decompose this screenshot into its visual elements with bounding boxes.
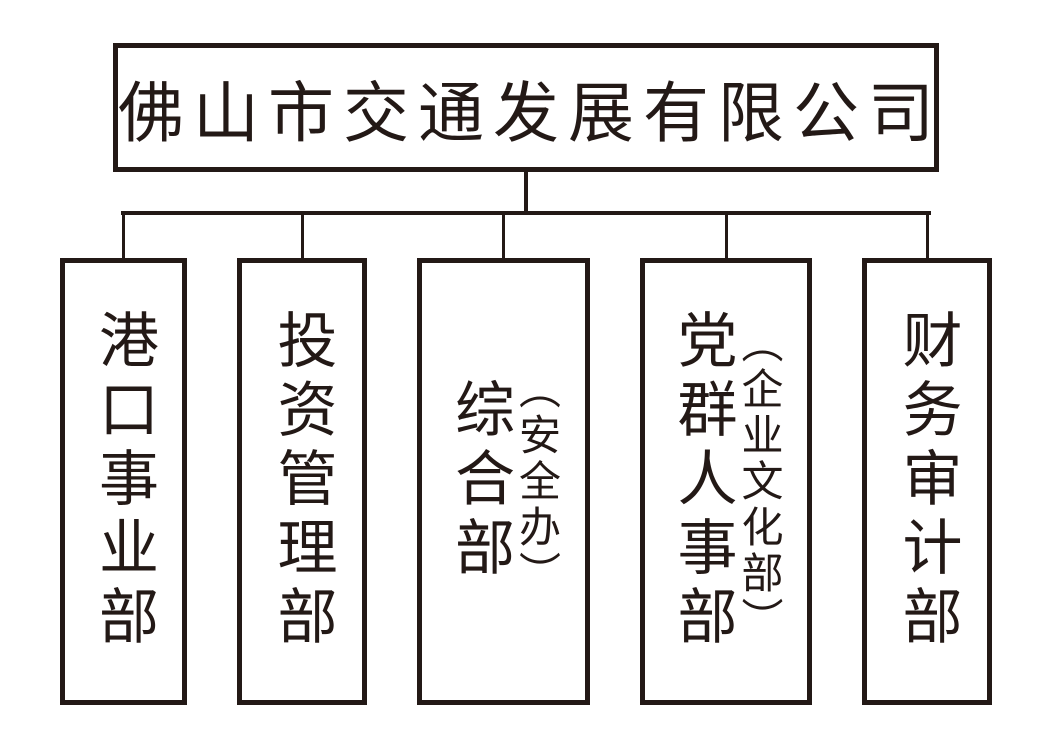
connector-stem <box>524 172 528 215</box>
dept-subname: （安全办） <box>513 366 561 597</box>
dept-box-port-business: 港口事业部 <box>60 258 187 705</box>
dept-name: 综合部 <box>446 378 514 585</box>
dept-name: 党群人事部 <box>669 309 736 654</box>
dept-box-party-personnel: 党群人事部 （企业文化部） <box>640 258 812 705</box>
dept-box-general-affairs: 综合部 （安全办） <box>417 258 590 705</box>
connector-drop-4 <box>725 214 728 260</box>
connector-drop-5 <box>926 214 929 260</box>
dept-subname: （企业文化部） <box>736 320 783 643</box>
org-root-box: 佛山市交通发展有限公司 <box>113 43 939 172</box>
dept-name: 财务审计部 <box>894 309 961 654</box>
connector-drop-3 <box>502 214 505 260</box>
connector-drop-1 <box>122 214 125 260</box>
connector-drop-2 <box>301 214 304 260</box>
dept-box-investment-management: 投资管理部 <box>237 258 367 705</box>
org-root-label: 佛山市交通发展有限公司 <box>118 75 943 150</box>
dept-name: 港口事业部 <box>90 309 158 654</box>
connector-bus <box>121 211 931 215</box>
dept-box-finance-audit: 财务审计部 <box>862 258 992 705</box>
dept-name: 投资管理部 <box>269 309 336 654</box>
